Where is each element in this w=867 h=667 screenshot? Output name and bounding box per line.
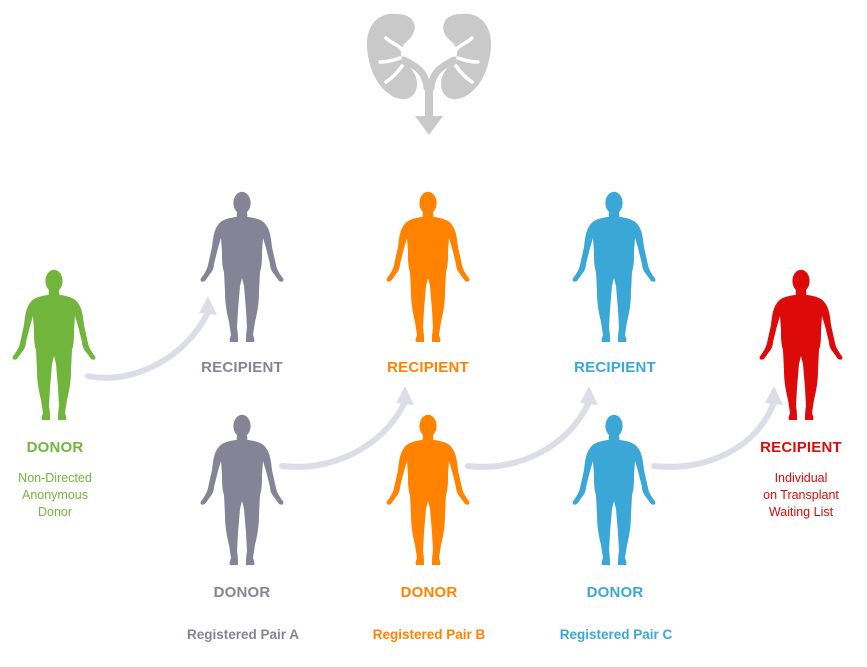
waitlist-role-label: RECIPIENT	[760, 439, 842, 456]
arrow-head-icon	[396, 386, 414, 405]
right-kidney-icon	[441, 13, 492, 100]
pair-c-recipient-figure	[572, 191, 656, 342]
pair-b-recipient-figure	[386, 191, 470, 342]
pair-b-label: Registered Pair B	[372, 627, 486, 642]
arrow-head-icon	[580, 386, 598, 405]
down-arrow-icon	[415, 116, 443, 135]
ndd-donor-figure	[12, 269, 96, 420]
pair-c-donor-label: DONOR	[586, 584, 644, 601]
pair-a-recipient-label: RECIPIENT	[201, 359, 283, 376]
arrow-shaft	[465, 399, 592, 470]
arrow-shaft	[279, 399, 408, 470]
pair-c-donor-figure	[572, 414, 656, 565]
ndd-line3: Donor	[37, 505, 73, 519]
pair-a-donor-figure	[200, 414, 284, 565]
ndd-line2: Anonymous	[21, 488, 88, 502]
arrow-ndd-to-pair-a	[85, 296, 217, 381]
waitlist-line1: Individual	[774, 471, 828, 485]
pair-a-label: Registered Pair A	[186, 627, 300, 642]
kidneys-icon	[366, 13, 492, 135]
pair-c-recipient-label: RECIPIENT	[574, 359, 656, 376]
arrow-pair-a-to-pair-b	[279, 386, 414, 470]
arrow-shaft	[651, 399, 777, 470]
ndd-line1: Non-Directed	[18, 471, 92, 485]
pair-a-donor-label: DONOR	[213, 584, 271, 601]
arrow-pair-b-to-pair-c	[465, 386, 598, 470]
arrow-head-icon	[765, 386, 783, 405]
right-kidney-detail	[454, 36, 480, 84]
arrow-pair-c-to-waitlist	[651, 386, 783, 470]
ndd-role-label: DONOR	[26, 439, 84, 456]
ureter-stem	[425, 84, 433, 118]
waitlist-description: Individual on Transplant Waiting List	[746, 470, 856, 521]
pair-b-recipient-label: RECIPIENT	[387, 359, 469, 376]
arrow-head-icon	[199, 296, 217, 315]
pair-b-donor-label: DONOR	[400, 584, 458, 601]
waitlist-line3: Waiting List	[768, 505, 834, 519]
waitlist-line2: on Transplant	[763, 488, 839, 502]
pair-a-recipient-figure	[200, 191, 284, 342]
left-kidney-icon	[366, 13, 417, 100]
figures	[12, 191, 843, 565]
pair-c-label: Registered Pair C	[559, 627, 673, 642]
left-kidney-detail	[378, 36, 404, 84]
transfer-arrows	[85, 296, 783, 470]
pair-b-donor-figure	[386, 414, 470, 565]
arrow-shaft	[85, 309, 211, 381]
ndd-description: Non-Directed Anonymous Donor	[0, 470, 110, 521]
